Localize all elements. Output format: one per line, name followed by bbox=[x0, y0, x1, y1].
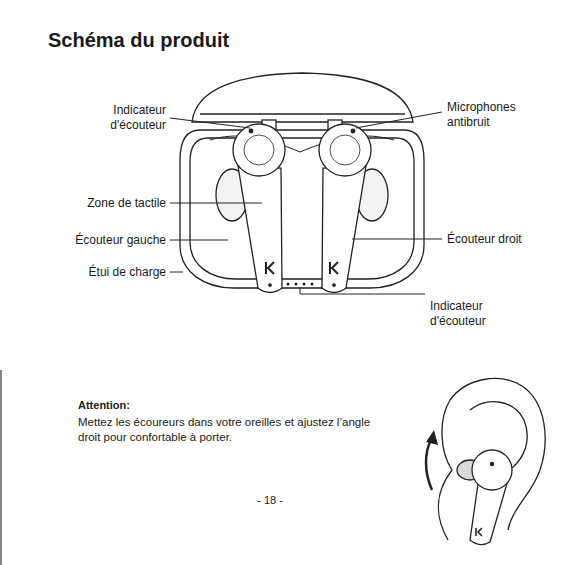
touch-zone bbox=[244, 135, 274, 165]
part-label: Écouteur droit bbox=[447, 232, 567, 247]
logo bbox=[266, 262, 274, 274]
case-inner bbox=[190, 138, 414, 279]
note-text: Mettez les écoureurs dans votre oreilles… bbox=[78, 415, 378, 445]
rotate-arrowhead bbox=[426, 430, 438, 445]
part-label: Étui de charge bbox=[40, 265, 166, 280]
earbud-head bbox=[319, 124, 371, 176]
part-label: Indicateur d'écouteur bbox=[430, 299, 510, 329]
case-lid bbox=[192, 73, 413, 122]
leader-lines bbox=[170, 112, 442, 294]
logo bbox=[330, 262, 338, 274]
lid-rim bbox=[200, 113, 405, 114]
earbud-head bbox=[233, 124, 285, 176]
touch-zone bbox=[330, 135, 360, 165]
left-earbud bbox=[216, 124, 285, 293]
page-title: Schéma du produit bbox=[48, 28, 229, 52]
indicator-dot bbox=[249, 129, 253, 133]
part-label: Zone de tactile bbox=[40, 196, 166, 211]
charging-case bbox=[180, 73, 424, 288]
case-body bbox=[180, 130, 424, 288]
part-label: Microphones antibruit bbox=[447, 100, 547, 130]
page-edge bbox=[0, 370, 1, 565]
ear-illustration bbox=[438, 378, 545, 544]
earbud-head bbox=[472, 450, 512, 490]
earbud-stem bbox=[322, 166, 366, 293]
page-number: - 18 - bbox=[240, 493, 300, 508]
right-earbud bbox=[319, 124, 388, 293]
part-label: Indicateur d'écouteur bbox=[88, 103, 166, 133]
microphone-dot bbox=[351, 129, 355, 133]
case-indicator bbox=[287, 283, 314, 286]
part-label: Écouteur gauche bbox=[40, 233, 166, 248]
earbud-stem bbox=[238, 166, 282, 293]
rotate-arrow bbox=[426, 438, 432, 490]
note-heading: Attention: bbox=[78, 398, 278, 413]
